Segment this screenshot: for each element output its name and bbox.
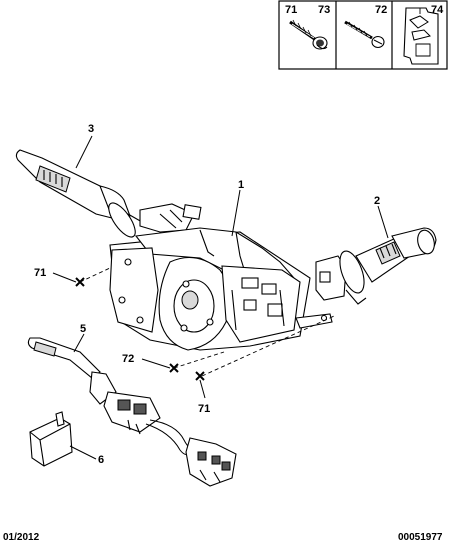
clip-icon <box>403 7 439 65</box>
footer-reference: 00051977 <box>398 532 443 543</box>
relay-module-6 <box>29 411 73 467</box>
hardware-inset-box: 71 73 72 74 <box>278 0 448 70</box>
leader-lines <box>52 135 389 460</box>
lighting-switch-stalk-2 <box>315 227 437 305</box>
screw-icon <box>344 20 385 49</box>
callout-5: 5 <box>80 323 86 335</box>
wiper-switch-stalk-3 <box>15 149 202 238</box>
callout-3: 3 <box>88 123 94 135</box>
screw-marker-72 <box>169 363 179 373</box>
hardware-label-73: 73 <box>318 4 330 16</box>
hardware-label-72: 72 <box>375 4 387 16</box>
callout-1: 1 <box>238 179 244 191</box>
callout-72: 72 <box>122 353 134 365</box>
callout-71-bottom: 71 <box>198 403 210 415</box>
cruise-control-stalk-5 <box>27 337 237 487</box>
screw-marker-71-bottom <box>195 371 205 381</box>
assembly-axis-lines <box>79 267 335 377</box>
callout-71-left: 71 <box>34 267 46 279</box>
callout-2: 2 <box>374 195 380 207</box>
steering-column-switch-housing-1 <box>109 227 333 351</box>
hardware-label-71: 71 <box>285 4 297 16</box>
callout-6: 6 <box>98 454 104 466</box>
washer-screw-icon <box>289 19 328 50</box>
footer-date: 01/2012 <box>3 532 40 543</box>
screw-marker-71-left <box>75 277 85 287</box>
